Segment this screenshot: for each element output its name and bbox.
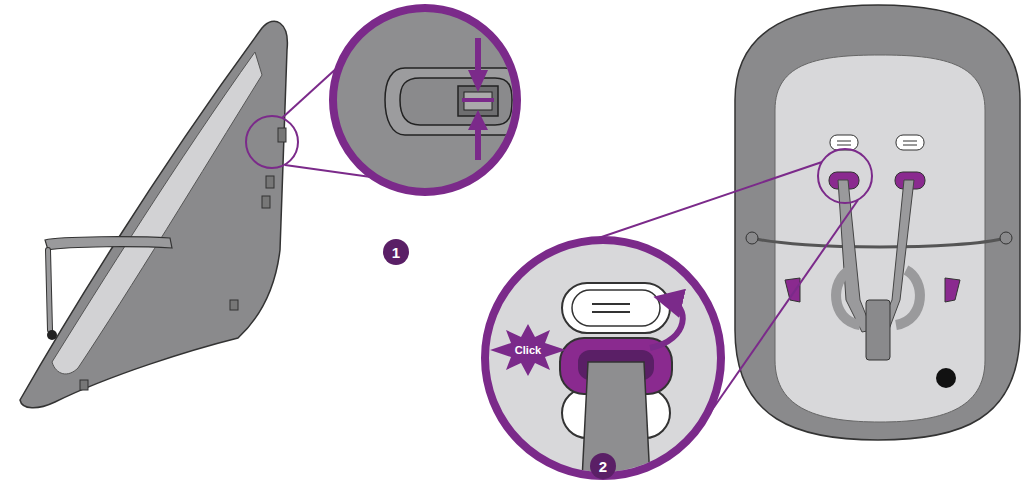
zoom-detail-1	[333, 8, 522, 265]
click-label: Click	[515, 345, 541, 356]
callout-number: 1	[392, 245, 400, 260]
zoom-detail-2	[485, 240, 721, 480]
seat-side-view	[20, 21, 287, 408]
click-burst	[490, 324, 566, 376]
seat-back-view	[735, 5, 1020, 440]
callout-number: 2	[599, 459, 607, 474]
